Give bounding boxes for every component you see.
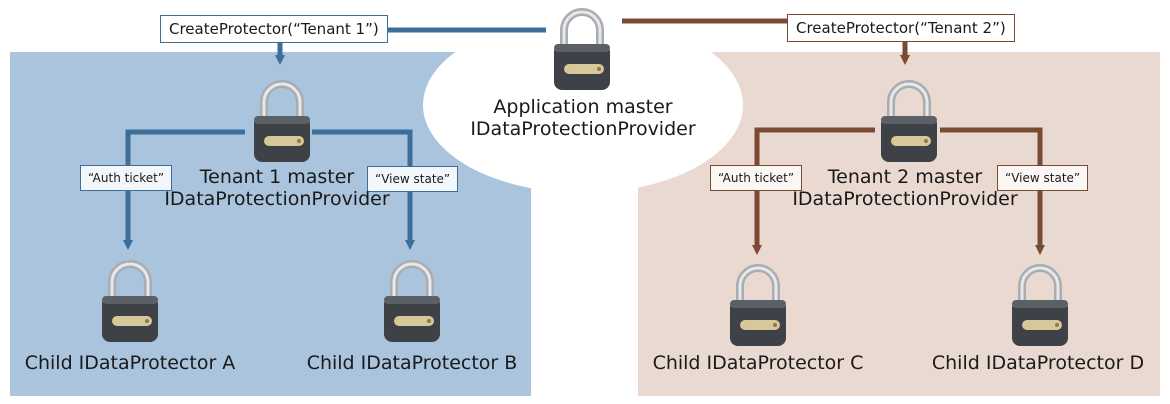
tenant2-create-protector-label: CreateProtector(“Tenant 2”) xyxy=(787,14,1015,42)
tenant1-master-label: Tenant 1 master IDataProtectionProvider xyxy=(152,166,402,210)
padlock-icon xyxy=(730,264,786,346)
padlock-icon xyxy=(384,260,440,342)
app-master-line2: IDataProtectionProvider xyxy=(470,118,696,140)
padlock-icon xyxy=(881,80,937,162)
child-protector-d-label: Child IDataProtector D xyxy=(931,352,1145,374)
tenant2-right-arrow xyxy=(940,127,1045,255)
tenant1-right-arrow xyxy=(312,129,415,250)
app-master-line1: Application master xyxy=(493,96,673,118)
tenant1-purpose-auth-ticket: “Auth ticket” xyxy=(80,165,173,191)
padlock-icon xyxy=(254,80,310,162)
tenant1-master-line2: IDataProtectionProvider xyxy=(164,188,390,210)
tenant2-purpose-auth-ticket: “Auth ticket” xyxy=(710,165,803,191)
padlock-icon xyxy=(102,260,158,342)
padlock-icon xyxy=(1012,264,1068,346)
tenant2-master-label: Tenant 2 master IDataProtectionProvider xyxy=(780,166,1030,210)
child-protector-b-label: Child IDataProtector B xyxy=(306,352,518,374)
app-cloud xyxy=(423,17,743,193)
tenant1-master-line1: Tenant 1 master xyxy=(199,166,355,188)
tenant1-left-arrow xyxy=(123,129,245,250)
tenant2-purpose-view-state: “View state” xyxy=(997,165,1089,191)
child-protector-c-label: Child IDataProtector C xyxy=(652,352,864,374)
tenant2-left-arrow xyxy=(752,127,875,255)
tenant1-create-protector-label: CreateProtector(“Tenant 1”) xyxy=(160,15,388,43)
app-master-label: Application master IDataProtectionProvid… xyxy=(458,96,708,140)
child-protector-a-label: Child IDataProtector A xyxy=(24,352,236,374)
tenant1-purpose-view-state: “View state” xyxy=(367,166,459,192)
tenant2-master-line2: IDataProtectionProvider xyxy=(792,188,1018,210)
padlock-icon xyxy=(554,8,610,90)
tenant2-master-line1: Tenant 2 master xyxy=(827,166,983,188)
